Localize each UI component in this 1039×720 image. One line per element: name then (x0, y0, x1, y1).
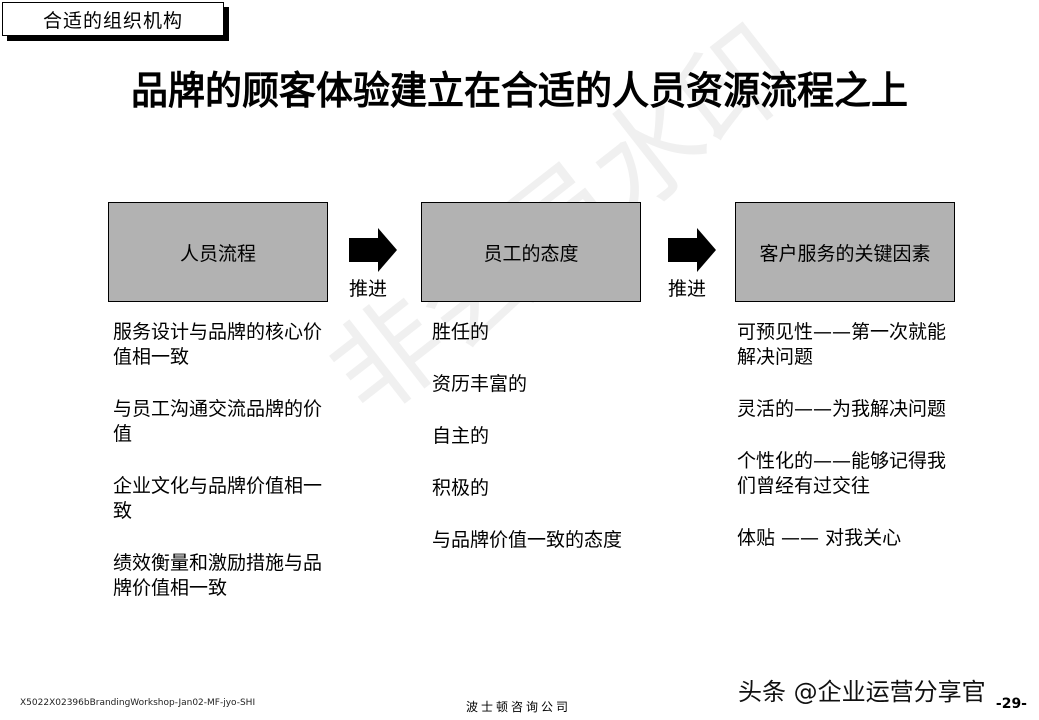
list-item: 灵活的——为我解决问题 (737, 398, 947, 420)
arrow-label: 推进 (349, 278, 388, 300)
footer-file-code: X5022X02396bBrandingWorkshop-Jan02-MF-jy… (20, 698, 256, 708)
right-arrow-icon (668, 228, 716, 272)
list-item: 自主的 (432, 425, 490, 447)
section-tag: 合适的组织机构 (2, 2, 224, 36)
list-item: 与员工沟通交流品牌的价值 (113, 398, 323, 445)
list-item: 胜任的 (432, 321, 490, 343)
arrow-label: 推进 (668, 278, 707, 300)
right-arrow-icon (349, 228, 397, 272)
list-employee-attitude: 胜任的 资历丰富的 自主的 积极的 与品牌价值一致的态度 (432, 320, 632, 580)
flow-arrow-1: 推进 (349, 228, 405, 301)
source-credit: 头条 @企业运营分享官 (738, 678, 986, 706)
list-item: 可预见性——第一次就能解决问题 (737, 321, 947, 368)
list-item: 个性化的——能够记得我们曾经有过交往 (737, 450, 947, 497)
list-item: 绩效衡量和激励措施与品牌价值相一致 (113, 552, 323, 599)
list-item: 与品牌价值一致的态度 (432, 529, 623, 551)
list-item: 体贴 —— 对我关心 (737, 527, 902, 549)
page-title: 品牌的顾客体验建立在合适的人员资源流程之上 (131, 68, 908, 114)
list-people-process: 服务设计与品牌的核心价值相一致 与员工沟通交流品牌的价值 企业文化与品牌价值相一… (113, 320, 333, 628)
flow-box-people-process: 人员流程 (108, 202, 328, 302)
list-item: 资历丰富的 (432, 373, 528, 395)
flow-box-service-factors: 客户服务的关键因素 (735, 202, 955, 302)
footer-company: 波士顿咨询公司 (466, 700, 572, 714)
page-number: -29- (995, 696, 1027, 712)
flow-box-employee-attitude: 员工的态度 (421, 202, 641, 302)
flow-arrow-2: 推进 (668, 228, 724, 301)
list-item: 企业文化与品牌价值相一致 (113, 475, 323, 522)
list-item: 服务设计与品牌的核心价值相一致 (113, 321, 323, 368)
list-item: 积极的 (432, 477, 490, 499)
list-service-factors: 可预见性——第一次就能解决问题 灵活的——为我解决问题 个性化的——能够记得我们… (737, 320, 957, 578)
